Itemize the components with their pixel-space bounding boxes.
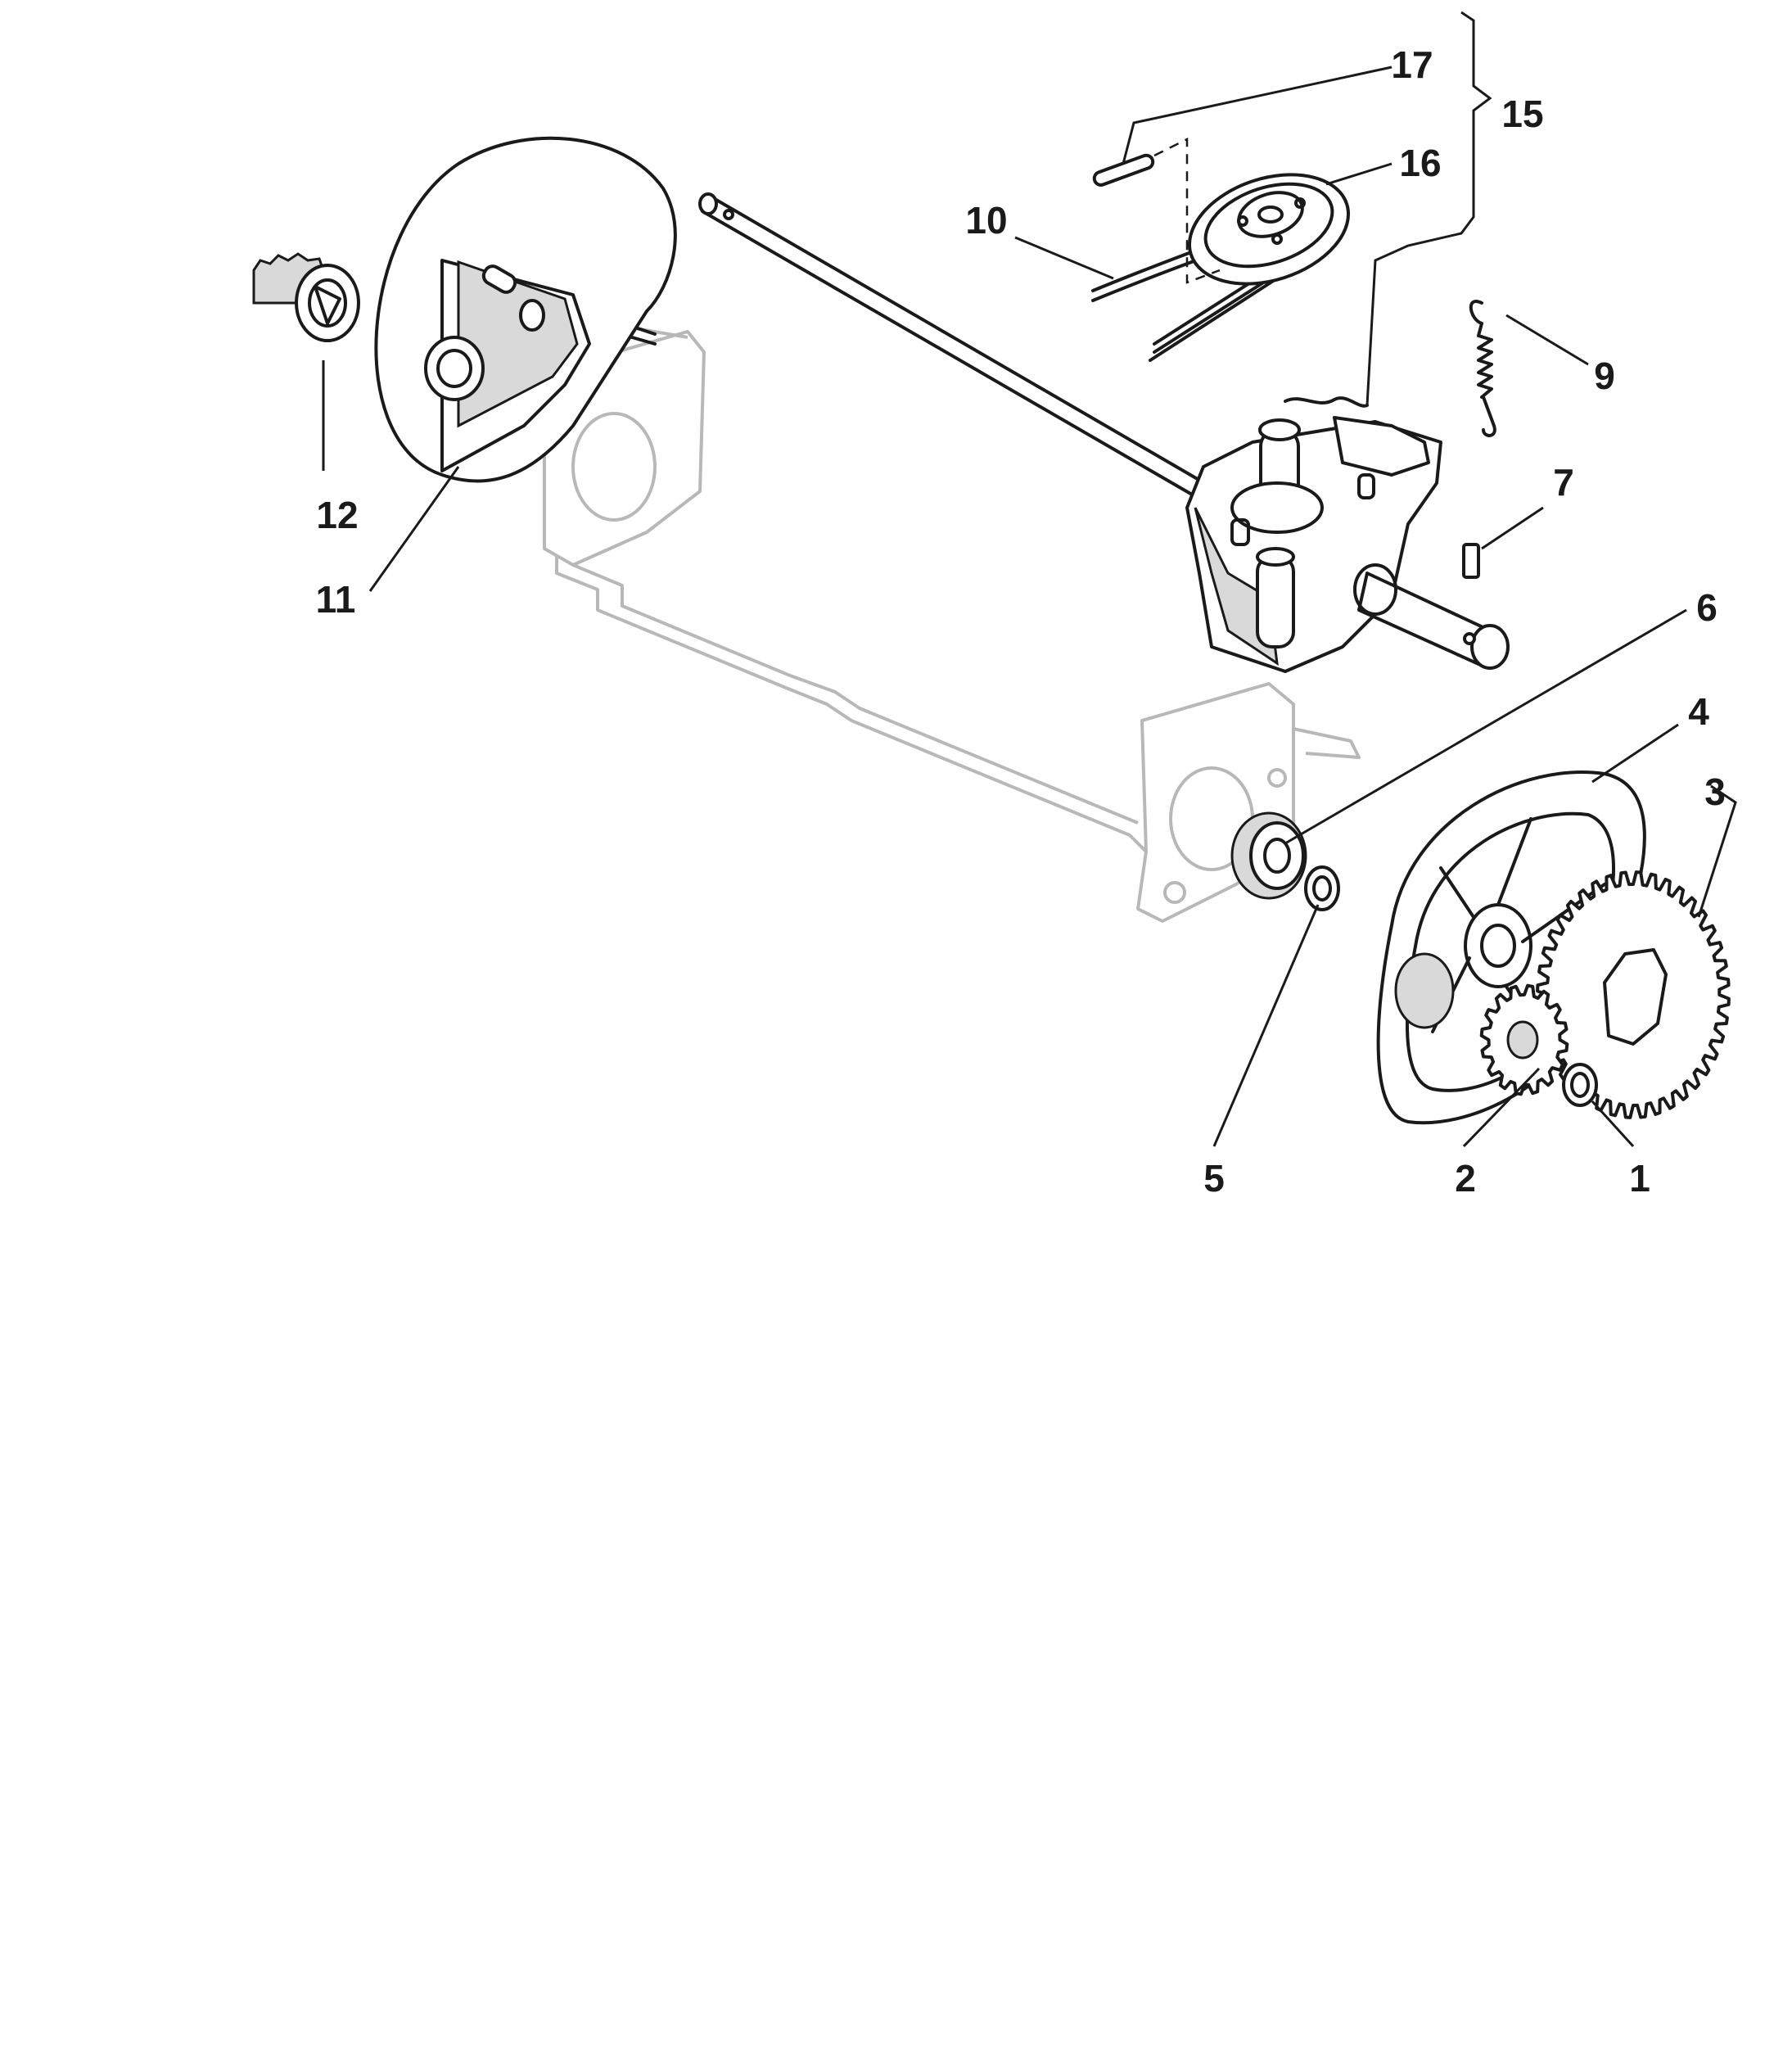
- label-10: 10: [965, 199, 1007, 242]
- pin-17: [1092, 137, 1221, 284]
- key-7: [1462, 543, 1480, 579]
- label-17: 17: [1391, 43, 1433, 86]
- label-4: 4: [1688, 690, 1709, 733]
- axle-frame-ghost: [543, 324, 1361, 923]
- label-16: 16: [1399, 142, 1441, 184]
- tension-spring: [1469, 300, 1496, 437]
- label-15: 15: [1501, 93, 1543, 135]
- label-3: 3: [1704, 770, 1726, 813]
- gearbox: [1185, 396, 1510, 673]
- wheel-hub-disc: [374, 136, 677, 483]
- label-1: 1: [1629, 1157, 1650, 1200]
- ball-bearing: [1230, 811, 1307, 900]
- washer-1: [1562, 1063, 1598, 1107]
- small-gear: [1479, 983, 1569, 1096]
- label-5: 5: [1203, 1157, 1225, 1200]
- wheel-housing: [1376, 770, 1646, 1125]
- pinion-gear: [252, 252, 360, 342]
- washer-5: [1304, 865, 1340, 911]
- leader-lines: [322, 11, 1737, 1148]
- axle-shaft: [698, 192, 1213, 503]
- label-7: 7: [1553, 461, 1574, 504]
- part-labels: 17 15 16 10 9 7 6 4 3 12 11 5 2 1: [316, 43, 1726, 1200]
- label-2: 2: [1455, 1157, 1476, 1200]
- label-12: 12: [316, 494, 358, 536]
- label-6: 6: [1696, 586, 1718, 629]
- label-11: 11: [316, 578, 356, 621]
- label-9: 9: [1594, 355, 1615, 397]
- pulley: [1187, 173, 1351, 286]
